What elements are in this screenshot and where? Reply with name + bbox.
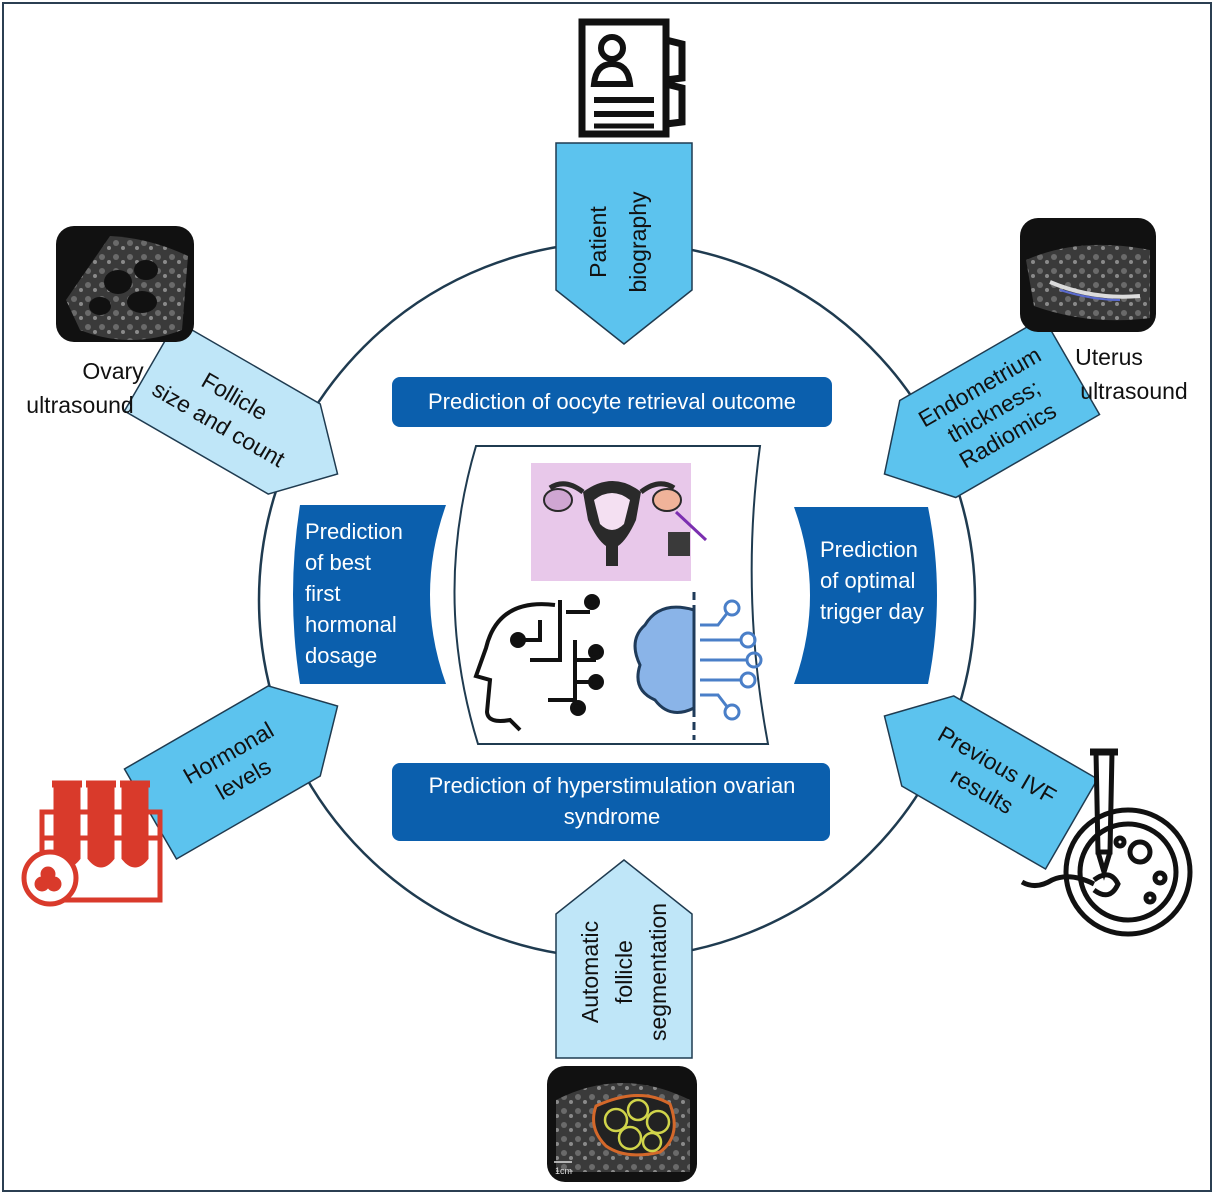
dosage-line2: of best — [305, 550, 371, 575]
uterus-ovaries-icon — [531, 463, 708, 581]
ai-head-circuit-icon — [473, 594, 604, 732]
input-endometrium: Endometrium thickness; Radiomics — [883, 316, 1101, 499]
input-follicle-segmentation: Automatic follicle segmentation — [555, 859, 693, 1059]
petri-dish-pipette-icon — [1020, 748, 1193, 937]
patient-biography-line1: Patient — [585, 206, 611, 278]
prediction-oocyte-retrieval: Prediction of oocyte retrieval outcome — [392, 377, 832, 427]
ovary-ultrasound-image — [56, 226, 194, 342]
patient-record-icon — [578, 18, 686, 138]
trigger-line2: of optimal — [820, 568, 915, 593]
segmentation-ultrasound-image: 1cm — [547, 1066, 697, 1182]
ai-brain-icon — [633, 592, 763, 740]
test-tubes-icon — [21, 780, 163, 907]
prediction-ohss-line1: Prediction of hyperstimulation ovarian — [429, 773, 796, 798]
prediction-oocyte-text: Prediction of oocyte retrieval outcome — [428, 389, 796, 414]
ovary-label-line2: ultrasound — [26, 392, 133, 418]
segmentation-line3: segmentation — [645, 903, 671, 1041]
scale-bar-label: 1cm — [555, 1166, 572, 1176]
prediction-trigger-day: Prediction of optimal trigger day — [794, 507, 937, 684]
segmentation-line2: follicle — [611, 940, 637, 1004]
segmentation-line1: Automatic — [577, 921, 603, 1023]
patient-biography-line2: biography — [625, 191, 651, 293]
dosage-line3: first — [305, 581, 340, 606]
prediction-ohss-line2: syndrome — [564, 804, 661, 829]
dosage-line4: hormonal — [305, 612, 397, 637]
input-patient-biography: Patient biography — [555, 142, 693, 345]
dosage-line1: Prediction — [305, 519, 403, 544]
prediction-hormonal-dosage: Prediction of best first hormonal dosage — [293, 505, 446, 684]
uterus-ultrasound-image — [1020, 218, 1156, 332]
trigger-line3: trigger day — [820, 599, 924, 624]
uterus-label-line2: ultrasound — [1080, 378, 1187, 404]
input-previous-ivf: Previous IVF results — [883, 695, 1099, 871]
prediction-ohss: Prediction of hyperstimulation ovarian s… — [392, 763, 830, 841]
input-hormonal-levels: Hormonal levels — [123, 685, 339, 861]
ovary-label-line1: Ovary — [82, 358, 144, 384]
trigger-line1: Prediction — [820, 537, 918, 562]
uterus-label-line1: Uterus — [1075, 344, 1143, 370]
dosage-line5: dosage — [305, 643, 377, 668]
input-follicle-size-count: Follicle size and count — [123, 319, 339, 495]
